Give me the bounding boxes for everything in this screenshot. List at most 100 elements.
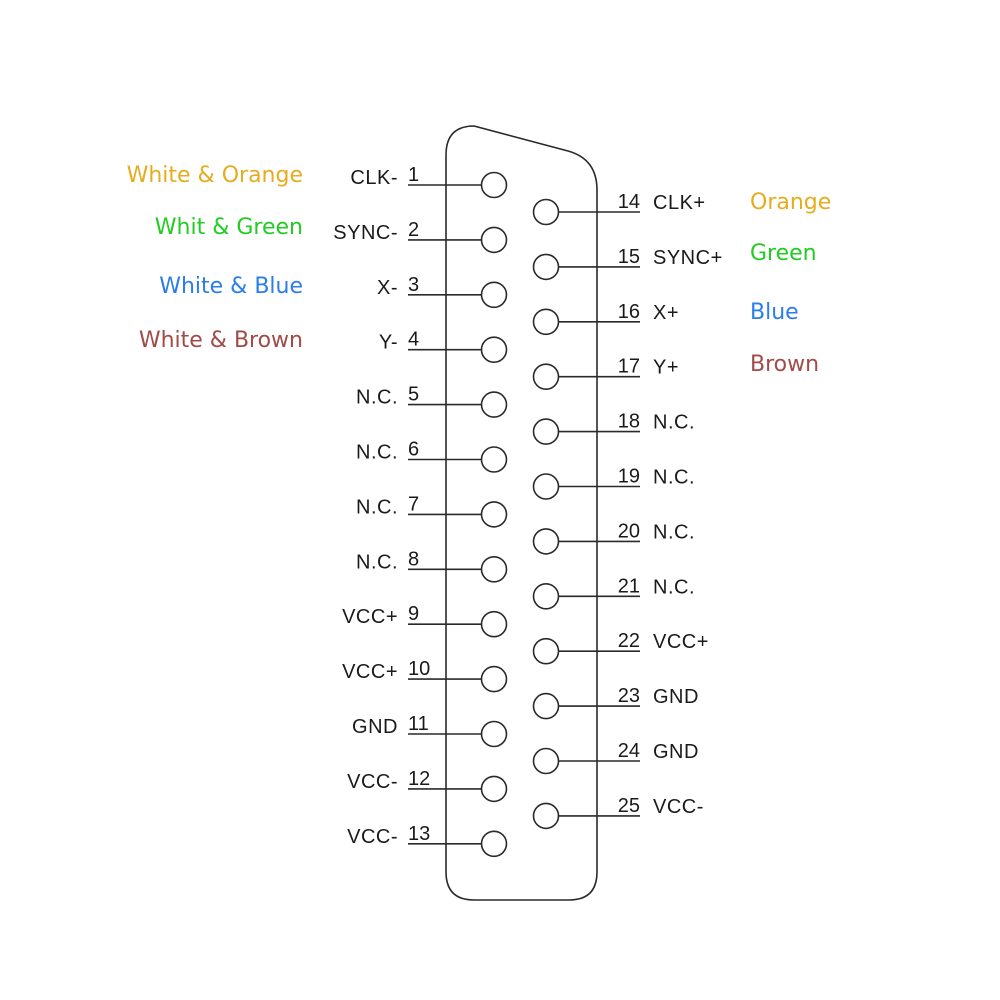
- pin-number: 7: [408, 493, 419, 515]
- pin-signal-label: CLK+: [653, 192, 706, 214]
- pin-signal-label: N.C.: [653, 467, 695, 489]
- pin-number: 23: [618, 685, 640, 707]
- pin-23-contact: [532, 692, 560, 720]
- pin-19: 19 N.C.: [532, 466, 695, 500]
- pin-7-contact: [480, 501, 508, 528]
- pin-13-contact: [480, 830, 508, 858]
- pin-15-contact: [532, 253, 560, 281]
- pin-number: 13: [408, 823, 430, 845]
- wire-color-label: White & Orange: [127, 163, 303, 188]
- pin-17: 17 Y+: [532, 356, 679, 391]
- pin-16-contact: [532, 308, 560, 336]
- pin-number: 14: [618, 191, 640, 213]
- pin-number: 22: [618, 630, 640, 652]
- wire-color-label: Brown: [750, 352, 819, 377]
- pin-signal-label: GND: [352, 716, 398, 738]
- pin-signal-label: SYNC+: [653, 247, 723, 269]
- pin-signal-label: N.C.: [356, 496, 398, 518]
- pin-5-contact: [480, 391, 508, 418]
- pin-signal-label: GND: [653, 686, 699, 708]
- pin-1-contact: [480, 171, 508, 199]
- pin-17-contact: [532, 363, 560, 391]
- pin-signal-label: X-: [377, 277, 398, 299]
- pin-3-contact: [480, 281, 508, 309]
- pin-7: 7 N.C.: [356, 493, 508, 528]
- pin-number: 19: [618, 466, 640, 488]
- wire-color-label: White & Blue: [159, 274, 303, 299]
- pin-11-contact: [480, 720, 508, 748]
- pin-3: 3 X-: [377, 274, 508, 309]
- pin-1: 1 CLK-: [350, 164, 508, 199]
- pin-16: 16 X+: [532, 301, 679, 336]
- pin-signal-label: Y+: [653, 357, 679, 379]
- pin-20: 20 N.C.: [532, 520, 695, 555]
- pin-21-contact: [532, 582, 560, 610]
- pin-number: 24: [618, 740, 640, 762]
- pin-12-contact: [480, 775, 508, 803]
- pin-25-contact: [532, 802, 560, 830]
- pin-number: 2: [408, 219, 419, 241]
- pin-signal-label: X+: [653, 302, 679, 324]
- pin-5: 5 N.C.: [356, 384, 508, 418]
- pin-number: 8: [408, 548, 419, 570]
- pin-signal-label: N.C.: [356, 442, 398, 464]
- wire-color-label: Orange: [750, 190, 831, 215]
- pin-24: 24 GND: [532, 740, 699, 775]
- pin-23: 23 GND: [532, 685, 699, 720]
- pin-14-contact: [532, 198, 560, 226]
- pin-number: 10: [408, 658, 430, 680]
- pin-4-contact: [480, 336, 508, 364]
- pin-22-contact: [532, 637, 560, 665]
- wire-color-label: Green: [750, 241, 817, 266]
- pin-8: 8 N.C.: [356, 548, 508, 583]
- pin-number: 3: [408, 274, 419, 296]
- pin-number: 16: [618, 301, 640, 323]
- left-pin-column: 1CLK-2SYNC-3X-4Y-5N.C.6N.C.7N.C.8N.C.9VC…: [333, 164, 508, 858]
- pin-2-contact: [480, 226, 508, 254]
- pin-signal-label: GND: [653, 741, 699, 763]
- pin-signal-label: N.C.: [356, 551, 398, 573]
- pin-signal-label: N.C.: [653, 521, 695, 543]
- pin-number: 6: [408, 439, 419, 461]
- pin-number: 20: [618, 520, 640, 542]
- wire-color-label: Blue: [750, 300, 799, 325]
- pin-signal-label: VCC-: [347, 771, 398, 793]
- pin-21: 21 N.C.: [532, 575, 695, 610]
- connector-shell: [445, 125, 598, 901]
- pin-24-contact: [532, 747, 560, 775]
- pin-number: 11: [408, 713, 429, 735]
- pin-number: 5: [408, 384, 419, 406]
- pin-8-contact: [480, 555, 508, 583]
- pin-number: 1: [408, 164, 419, 186]
- wire-color-label: White & Brown: [139, 328, 303, 353]
- pin-number: 25: [618, 795, 640, 817]
- pin-20-contact: [532, 528, 560, 555]
- pin-signal-label: VCC-: [653, 796, 704, 818]
- pin-signal-label: VCC+: [342, 606, 398, 628]
- pin-6-contact: [480, 446, 508, 473]
- pin-2: 2 SYNC-: [333, 219, 508, 254]
- pin-signal-label: N.C.: [356, 387, 398, 409]
- pin-10-contact: [480, 665, 508, 693]
- pin-signal-label: Y-: [379, 332, 398, 354]
- pin-4: 4Y-: [379, 329, 508, 364]
- pin-signal-label: SYNC-: [333, 222, 398, 244]
- pin-signal-label: CLK-: [350, 167, 398, 189]
- pin-signal-label: N.C.: [653, 576, 695, 598]
- pin-number: 21: [618, 575, 640, 597]
- pin-14: 14 CLK+: [532, 191, 706, 226]
- pin-12: 12 VCC-: [347, 768, 508, 803]
- pin-18-contact: [532, 418, 560, 445]
- pin-25: 25 VCC-: [532, 795, 704, 830]
- pin-number: 12: [408, 768, 430, 790]
- pin-number: 17: [618, 356, 640, 378]
- wire-color-label: Whit & Green: [155, 215, 303, 240]
